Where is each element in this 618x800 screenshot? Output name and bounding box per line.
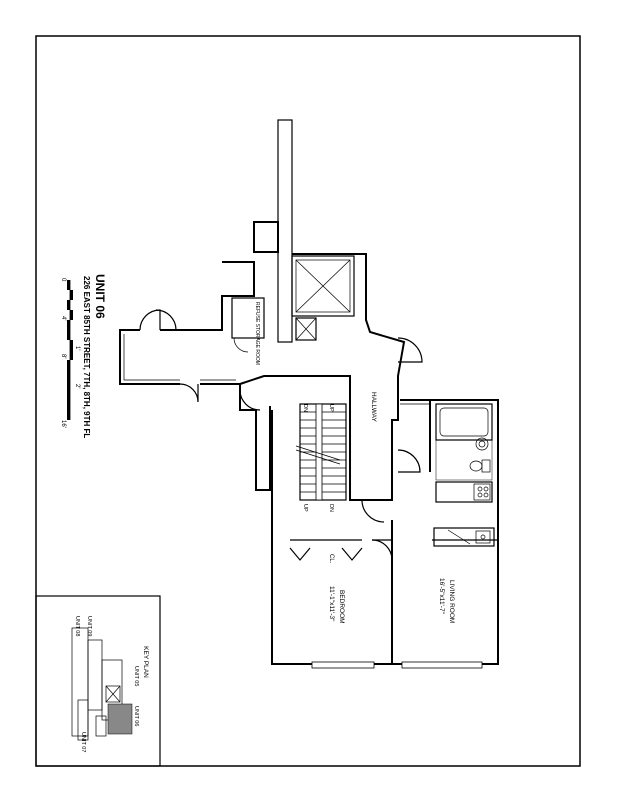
scale-tick-0: 0	[60, 278, 66, 282]
floor-plan: REFUSE STORAGE ROOM HALLWAY	[119, 119, 499, 669]
kitchen	[433, 481, 495, 547]
living-room-dim: 16'-5"x11'-7"	[438, 578, 445, 615]
hallway-label: HALLWAY	[370, 392, 377, 423]
windows	[311, 661, 483, 669]
living-room-label: LIVING ROOM	[448, 580, 455, 623]
bathroom	[435, 403, 493, 481]
scale-tick-8: 8'	[60, 354, 66, 358]
stair-dn-top: DN	[302, 404, 308, 412]
vertical-shaft	[277, 119, 293, 343]
key-plan: KEY PLAN UNIT 09 UNIT 08 UNIT 05 UNIT 06…	[35, 595, 161, 767]
key-plan-title: KEY PLAN	[142, 646, 149, 678]
bedroom-label: BEDROOM	[338, 590, 345, 624]
address-text: 226 EAST 85TH STREET, 7TH, 8TH, 9TH FL	[82, 276, 91, 438]
key-plan-unit-08: UNIT 08	[74, 616, 80, 636]
scale-subtick-2: 2'	[74, 384, 80, 388]
scale-subtick-1: 1'	[74, 346, 80, 350]
key-plan-unit-06: UNIT 06	[133, 706, 139, 726]
bedroom-dim: 11'-1"x11'-3"	[328, 586, 335, 622]
refuse-room: REFUSE STORAGE ROOM	[231, 297, 265, 365]
stair: UP DN UP DN	[295, 403, 347, 512]
stair-up-bottom: UP	[302, 504, 308, 512]
unit-title: UNIT 06	[93, 274, 107, 319]
key-plan-unit-05: UNIT 05	[133, 666, 139, 686]
closets: CL.	[289, 547, 363, 564]
closet-label: CL.	[328, 554, 334, 564]
scale-bar: 0 4' 8' 16' 1' 2'	[60, 278, 80, 428]
key-plan-building	[71, 627, 133, 741]
key-plan-unit-09: UNIT 09	[86, 616, 92, 636]
sheet-border	[35, 35, 581, 767]
elevator	[291, 255, 355, 341]
title-block: UNIT 06 226 EAST 85TH STREET, 7TH, 8TH, …	[82, 274, 107, 438]
stair-up-top: UP	[328, 404, 334, 412]
stair-dn-bottom: DN	[328, 504, 334, 512]
key-plan-unit-07: UNIT 07	[80, 732, 86, 752]
unit-06-outline	[271, 399, 499, 665]
scale-tick-16: 16'	[60, 420, 66, 428]
scale-tick-4: 4'	[60, 316, 66, 320]
corridor-doors	[139, 309, 423, 561]
common-corridor	[119, 221, 406, 501]
svg-text:REFUSE STORAGE ROOM: REFUSE STORAGE ROOM	[254, 302, 260, 365]
